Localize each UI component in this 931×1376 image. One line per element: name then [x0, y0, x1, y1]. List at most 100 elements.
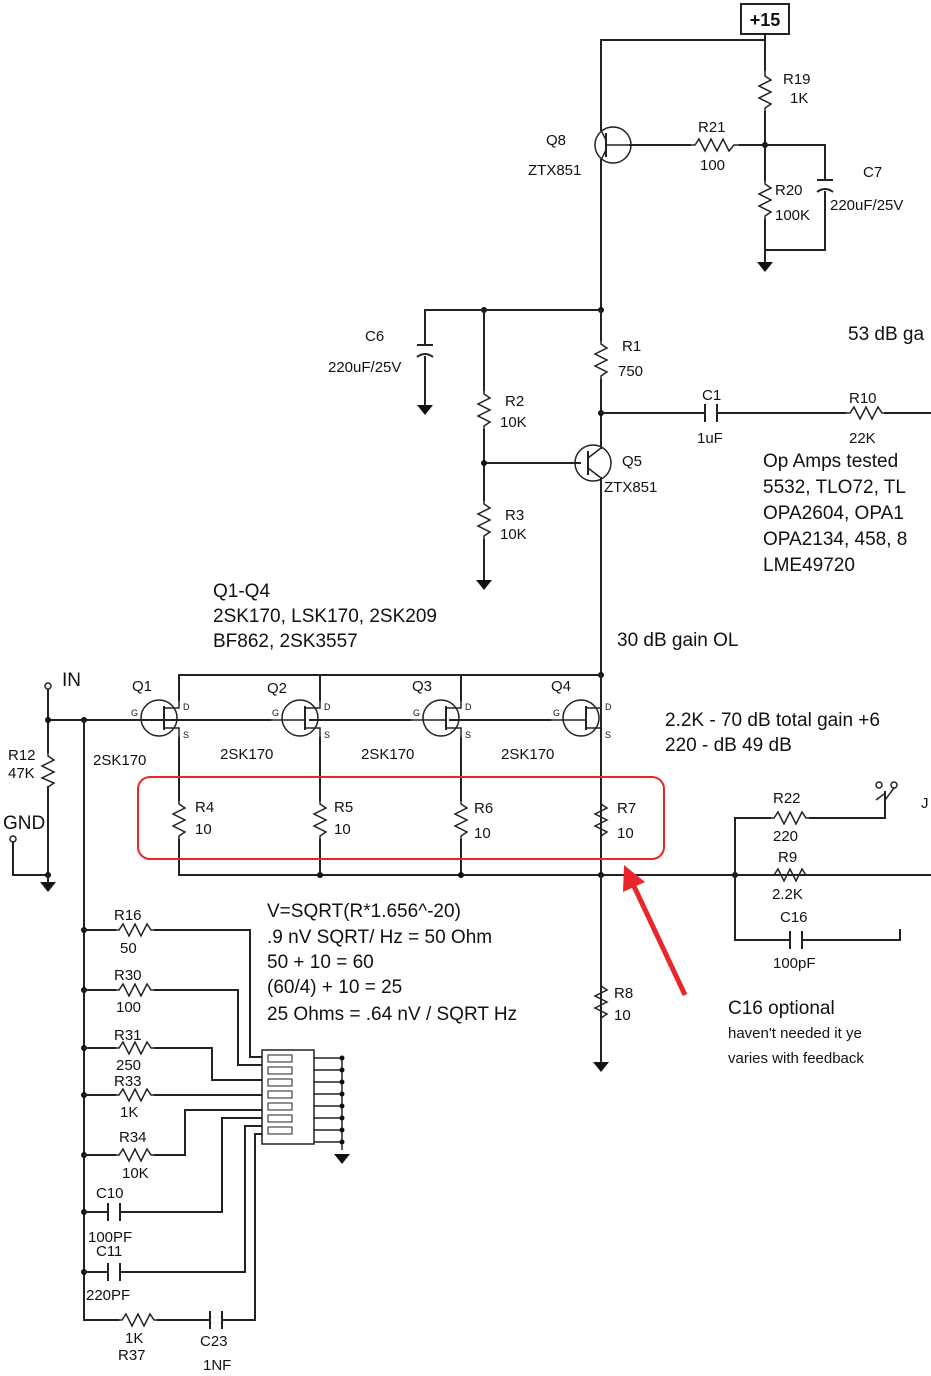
r4-ref: R4: [195, 799, 214, 816]
supply-box: +15: [740, 3, 790, 35]
c10-ref: C10: [96, 1185, 124, 1202]
c7-value: 220uF/25V: [830, 197, 903, 214]
c23-value: 1NF: [203, 1357, 231, 1374]
note-gain-53: 53 dB ga: [848, 324, 924, 345]
capacitor-c23: C23 1NF: [200, 1311, 231, 1374]
note-jfet-line-1: Q1-Q4: [213, 581, 270, 602]
capacitor-c6: C6 220uF/25V: [328, 328, 434, 376]
r12-ref: R12: [8, 747, 36, 764]
resistor-r34: R34 10K: [83, 1109, 263, 1182]
resistor-r33: R33 1K: [83, 1073, 263, 1121]
note-calc-line-3: 50 + 10 = 60: [267, 952, 374, 973]
r2-ref: R2: [505, 393, 524, 410]
supply-label: +15: [750, 10, 781, 30]
c10-value: 100PF: [88, 1229, 132, 1246]
r37-value: 1K: [125, 1330, 143, 1347]
c16-value: 100pF: [773, 955, 816, 972]
r5-value: 10: [334, 821, 351, 838]
note-c16-line-1: C16 optional: [728, 998, 835, 1019]
resistor-r30: R30 100: [83, 967, 263, 1066]
resistor-r1: R1 750: [593, 338, 643, 380]
note-opamps-line-1: Op Amps tested: [763, 451, 898, 472]
dip-switch[interactable]: [261, 1049, 345, 1150]
r8-ref: R8: [614, 985, 633, 1002]
q4-pin-d: D: [605, 702, 612, 712]
resistor-r37: 1K R37: [83, 1133, 263, 1364]
ground-symbol-r8: [593, 1062, 609, 1072]
ground-symbol-r3: [476, 580, 492, 590]
q5-value: ZTX851: [604, 479, 657, 496]
resistor-r2: R2 10K: [476, 390, 527, 431]
r22-ref: R22: [773, 790, 801, 807]
r2-value: 10K: [500, 414, 527, 431]
r16-ref: R16: [114, 907, 142, 924]
note-opamps-line-3: OPA2604, OPA1: [763, 503, 904, 524]
resistor-r19: R19 1K: [757, 70, 811, 112]
q4-pin-s: S: [605, 730, 611, 740]
capacitor-c10: C10 100PF: [83, 1117, 263, 1246]
r21-ref: R21: [698, 119, 726, 136]
resistor-r8: R8 10: [593, 982, 633, 1024]
note-c16-line-3: varies with feedback: [728, 1050, 864, 1067]
r5-ref: R5: [334, 799, 353, 816]
jumper-j[interactable]: J: [875, 781, 929, 812]
c11-ref: C11: [96, 1243, 122, 1260]
resistor-r21: R21 100: [690, 119, 740, 174]
resistor-r9: R9 2.2K: [770, 849, 810, 903]
q2-pin-s: S: [324, 730, 330, 740]
annotation-arrow: [623, 865, 688, 997]
q3-pin-d: D: [465, 702, 472, 712]
resistor-r22: R22 220: [770, 790, 810, 845]
resistor-r31: R31 250: [83, 1027, 263, 1081]
note-c16: C16 optional haven't needed it ye varies…: [728, 998, 864, 1067]
jfet-q3: D G S Q3 2SK170: [361, 678, 472, 763]
note-gain-30: 30 dB gain OL: [617, 630, 738, 651]
transistor-q5: Q5 ZTX851: [574, 444, 657, 496]
note-jfet-types: Q1-Q4 2SK170, LSK170, 2SK209 BF862, 2SK3…: [213, 581, 437, 652]
q4-ref: Q4: [551, 678, 571, 695]
note-jfet-line-3: BF862, 2SK3557: [213, 631, 358, 652]
r34-value: 10K: [122, 1165, 149, 1182]
q8-ref: Q8: [546, 132, 566, 149]
r19-value: 1K: [790, 90, 808, 107]
note-jfet-line-2: 2SK170, LSK170, 2SK209: [213, 606, 437, 627]
q1-pin-d: D: [183, 702, 190, 712]
resistor-r20: R20 100K: [757, 180, 810, 224]
resistor-r12: R12 47K: [8, 747, 56, 788]
q4-pin-g: G: [553, 708, 560, 718]
transistor-q8: Q8 ZTX851: [528, 126, 632, 179]
ground-symbol-switch: [334, 1154, 350, 1164]
note-noise-calc: V=SQRT(R*1.656^-20) .9 nV SQRT/ Hz = 50 …: [267, 901, 517, 1025]
c23-ref: C23: [200, 1333, 228, 1350]
q3-ref: Q3: [412, 678, 432, 695]
r19-ref: R19: [783, 71, 811, 88]
in-label: IN: [62, 670, 81, 691]
q1-ref: Q1: [132, 678, 152, 695]
r31-ref: R31: [114, 1027, 142, 1044]
resistor-r7: R7 10: [593, 800, 636, 842]
resistor-r3: R3 10K: [476, 500, 527, 543]
q8-value: ZTX851: [528, 162, 581, 179]
in-terminal[interactable]: [44, 682, 52, 690]
q1-value: 2SK170: [93, 752, 146, 769]
r30-value: 100: [116, 999, 141, 1016]
note-opamps: Op Amps tested 5532, TLO72, TL OPA2604, …: [763, 451, 907, 576]
jfet-q2: D G S Q2 2SK170: [220, 680, 331, 763]
jfet-q1: D G S Q1 2SK170: [93, 678, 190, 769]
note-calc-line-4: (60/4) + 10 = 25: [267, 977, 402, 998]
r9-value: 2.2K: [772, 886, 803, 903]
resistor-r5: R5 10: [312, 799, 353, 840]
q5-ref: Q5: [622, 453, 642, 470]
q2-pin-g: G: [272, 708, 279, 718]
note-opamps-line-5: LME49720: [763, 555, 855, 576]
r1-value: 750: [618, 363, 643, 380]
note-opamps-line-2: 5532, TLO72, TL: [763, 477, 906, 498]
note-gain-table: 2.2K - 70 dB total gain +6 220 - dB 49 d…: [665, 710, 880, 756]
q2-value: 2SK170: [220, 746, 273, 763]
c6-ref: C6: [365, 328, 384, 345]
r9-ref: R9: [778, 849, 797, 866]
r31-value: 250: [116, 1057, 141, 1074]
capacitor-c1: C1 1uF: [697, 387, 723, 447]
r7-value: 10: [617, 825, 634, 842]
